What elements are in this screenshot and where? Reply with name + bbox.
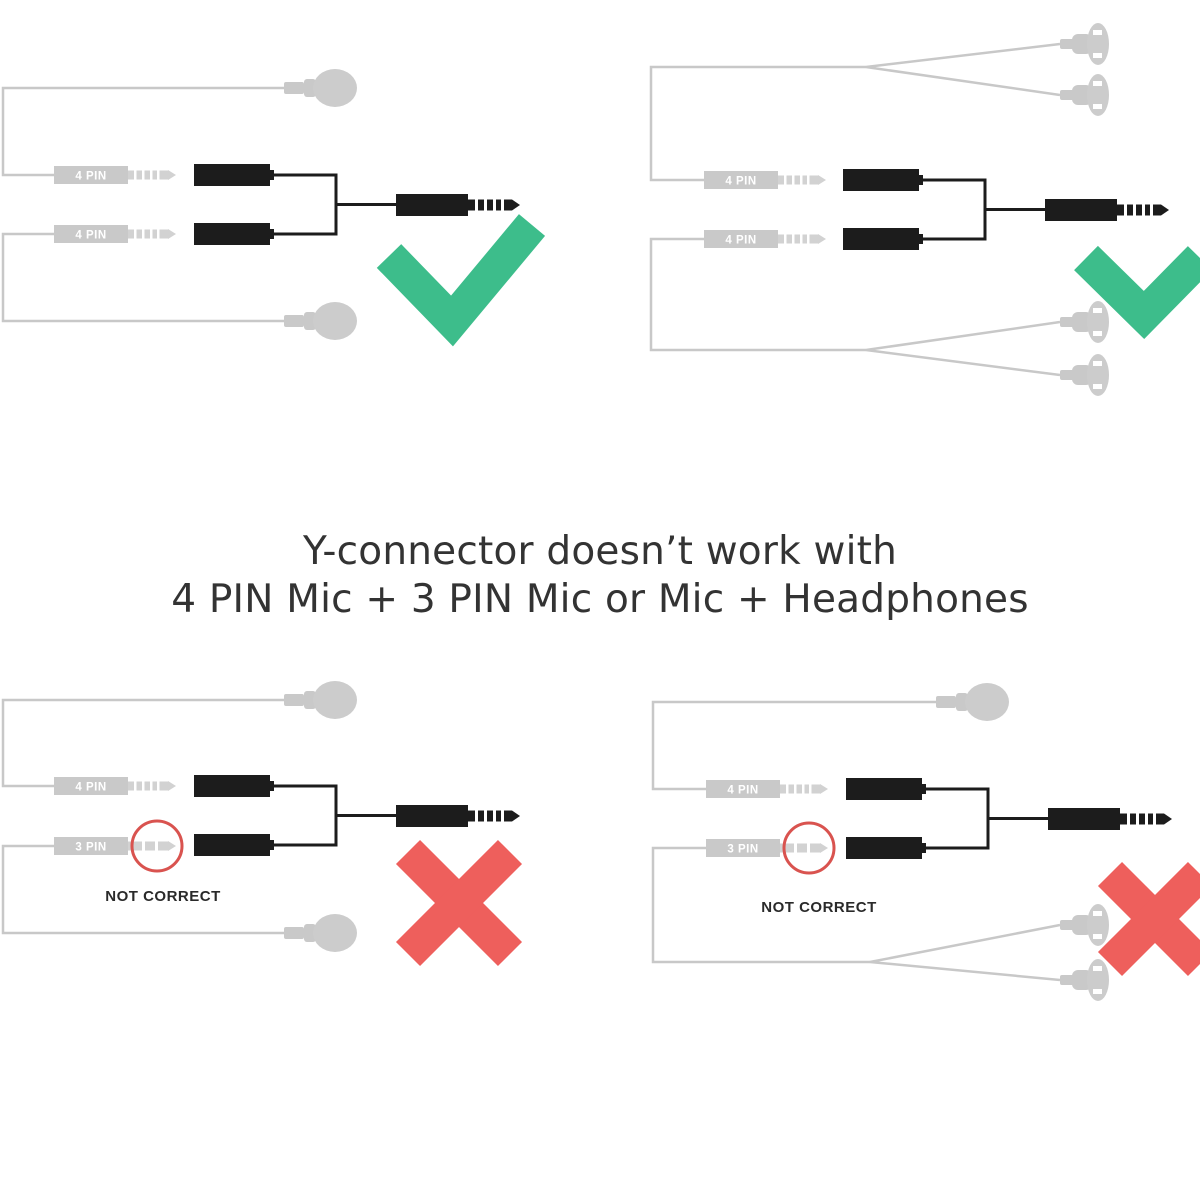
- earbud-icon: [1060, 904, 1109, 946]
- panel-top-left: 4 PIN 4 PIN: [1, 69, 546, 347]
- mic-cable: [1, 86, 284, 323]
- panel-bottom-right: 4 PIN 3 PIN NOT CORRECT: [651, 683, 1200, 1001]
- plug-label-upper: 4 PIN: [75, 171, 106, 183]
- headphone-cable: [649, 42, 1061, 377]
- plug-label-lower: 4 PIN: [75, 230, 106, 242]
- lavalier-mic-icon: [284, 681, 357, 719]
- error-circle-icon: [130, 819, 184, 873]
- earbud-icon: [1060, 301, 1109, 343]
- earbud-icon: [1060, 959, 1109, 1001]
- plug-icon: [54, 166, 176, 184]
- check-mark-icon: [1074, 245, 1200, 340]
- x-mark-icon: [395, 839, 523, 967]
- lavalier-mic-icon: [284, 914, 357, 952]
- not-correct-label: NOT CORRECT: [761, 899, 877, 916]
- plug-icon: [54, 225, 176, 243]
- title-line-2: 4 PIN Mic + 3 PIN Mic or Mic + Headphone…: [171, 577, 1029, 622]
- plug-label-upper: 4 PIN: [727, 785, 758, 797]
- plug-label-lower: 4 PIN: [725, 235, 756, 247]
- plug-icon: [704, 171, 826, 189]
- mic-cable: [1, 698, 284, 935]
- plug-label-lower: 3 PIN: [727, 844, 758, 856]
- y-splitter-icon: [844, 776, 1174, 861]
- y-splitter-icon: [192, 162, 522, 247]
- plug-icon: [704, 230, 826, 248]
- earbud-icon: [1060, 354, 1109, 396]
- earbud-icon: [1060, 23, 1109, 65]
- lavalier-mic-icon: [284, 302, 357, 340]
- plug-icon: [706, 780, 828, 798]
- panel-top-right: 4 PIN 4 PIN: [649, 23, 1200, 396]
- x-mark-icon: [1097, 861, 1200, 977]
- title-line-1: Y-connector doesn’t work with: [302, 529, 898, 574]
- three-pin-plug-icon: [54, 837, 176, 855]
- earbud-icon: [1060, 74, 1109, 116]
- not-correct-label: NOT CORRECT: [105, 888, 221, 905]
- plug-label-lower: 3 PIN: [75, 842, 106, 854]
- lavalier-mic-icon: [284, 69, 357, 107]
- three-pin-plug-icon: [706, 839, 828, 857]
- y-splitter-icon: [192, 773, 522, 858]
- plug-label-upper: 4 PIN: [725, 176, 756, 188]
- panel-bottom-left: 4 PIN 3 PIN NOT CORRECT: [1, 681, 523, 967]
- check-mark-icon: [376, 214, 546, 347]
- error-circle-icon: [782, 821, 836, 875]
- lavalier-mic-icon: [936, 683, 1009, 721]
- y-splitter-icon: [841, 167, 1171, 252]
- plug-icon: [54, 777, 176, 795]
- plug-label-upper: 4 PIN: [75, 782, 106, 794]
- page-title: Y-connector doesn’t work with 4 PIN Mic …: [0, 528, 1200, 624]
- mixed-cable: [651, 700, 1061, 982]
